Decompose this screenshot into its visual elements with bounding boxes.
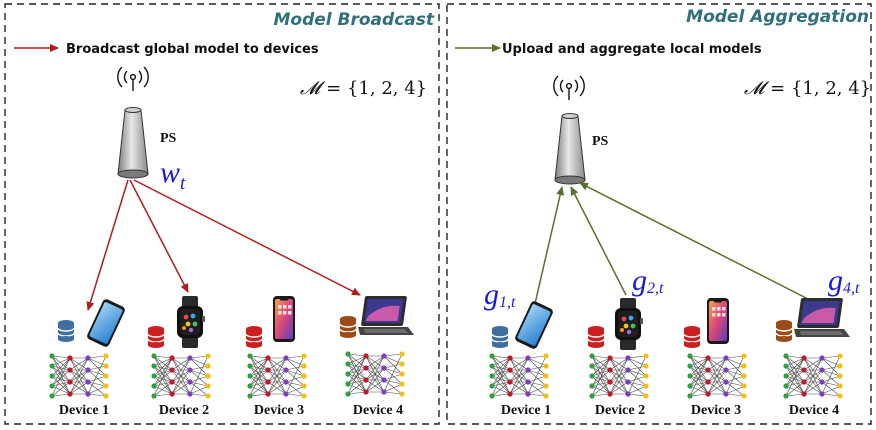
neural-network-icon <box>588 352 650 400</box>
laptop-icon <box>358 296 414 335</box>
aggregation-panel-border <box>446 3 872 425</box>
device-label-1: Device 1 <box>501 403 551 418</box>
neural-network-icon <box>48 352 110 400</box>
tower-icon <box>117 107 149 179</box>
broadcast-arrow-device-4 <box>133 179 361 296</box>
local-model-label-4: g4,t <box>828 264 860 297</box>
neural-network-icon <box>488 352 550 400</box>
phone-icon <box>273 296 295 342</box>
upload-legend-label: Upload and aggregate local models <box>502 42 762 57</box>
broadcast-legend-label: Broadcast global model to devices <box>66 42 319 57</box>
phone-icon <box>707 298 729 344</box>
neural-network-icon <box>686 352 748 400</box>
laptop-icon <box>794 298 850 337</box>
database-icon <box>491 325 509 349</box>
device-label-2: Device 2 <box>159 403 209 418</box>
device-label-3: Device 3 <box>254 403 304 418</box>
upload-arrow-device-1 <box>533 186 565 309</box>
broadcast-arrow-device-1 <box>86 179 129 311</box>
broadcast-arrow-device-2 <box>129 179 189 293</box>
database-icon <box>775 319 793 343</box>
database-icon <box>147 325 165 349</box>
broadcast-title: Model Broadcast <box>274 10 435 30</box>
neural-network-icon <box>344 350 406 398</box>
antenna-signal-icon <box>553 75 585 101</box>
tower-icon <box>554 113 586 185</box>
global-model-label: wt <box>160 156 186 194</box>
database-icon <box>57 319 75 343</box>
device-label-4: Device 4 <box>789 403 839 418</box>
neural-network-icon <box>150 352 212 400</box>
neural-network-icon <box>782 352 844 400</box>
broadcast-panel-border <box>4 3 440 425</box>
database-icon <box>339 315 357 339</box>
aggregation-title: Model Aggregation <box>686 7 869 27</box>
database-icon <box>683 325 701 349</box>
device-label-3: Device 3 <box>691 403 741 418</box>
smartwatch-icon <box>615 298 643 350</box>
upload-arrow-device-2 <box>570 186 627 296</box>
device-label-2: Device 2 <box>595 403 645 418</box>
local-model-label-1: g1,t <box>484 278 516 311</box>
device-set-label: 𝓜= {1, 2, 4} <box>300 78 427 99</box>
broadcast-panel: Model Broadcast Broadcast global model t… <box>14 10 435 418</box>
server-label: PS <box>160 131 177 146</box>
database-icon <box>587 325 605 349</box>
neural-network-icon <box>246 352 308 400</box>
local-model-label-2: g2,t <box>632 264 664 297</box>
upload-arrow-device-4 <box>579 182 811 301</box>
database-icon <box>245 325 263 349</box>
antenna-signal-icon <box>117 66 149 92</box>
device-label-4: Device 4 <box>353 403 403 418</box>
smartphone-icon <box>85 297 127 349</box>
device-set-label: 𝓜= {1, 2, 4} <box>744 78 871 99</box>
server-label: PS <box>592 134 609 149</box>
smartphone-icon <box>513 299 555 351</box>
aggregation-panel: Model Aggregation Upload and aggregate l… <box>455 7 871 418</box>
device-label-1: Device 1 <box>59 403 109 418</box>
smartwatch-icon <box>177 296 205 348</box>
